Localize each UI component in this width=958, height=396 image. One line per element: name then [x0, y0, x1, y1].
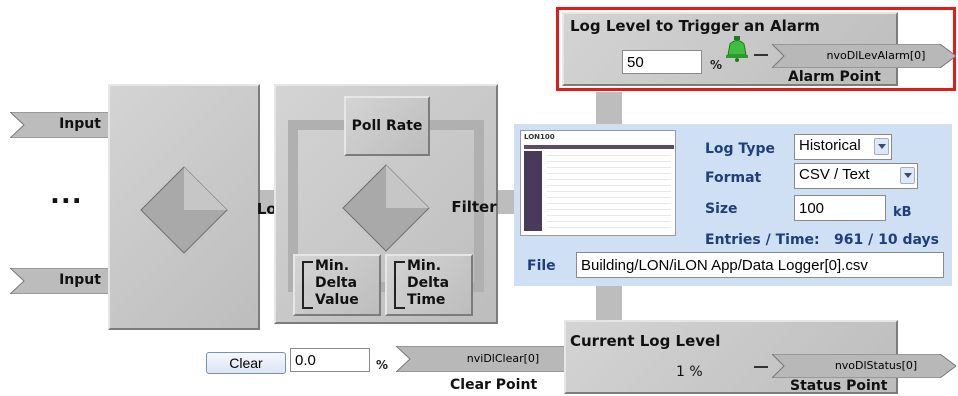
thumbnail-logo: LON100 [524, 133, 555, 141]
alarm-unit: % [710, 58, 723, 72]
status-output-arrow-shape [772, 354, 956, 378]
thumbnail-header-bar [524, 145, 674, 149]
alarm-title: Log Level to Trigger an Alarm [570, 17, 820, 35]
thumbnail-content [547, 155, 671, 231]
alarm-output-name: nvoDlLevAlarm[0] [826, 49, 926, 62]
file-label: File [527, 258, 556, 274]
clear-button[interactable]: Clear [206, 352, 286, 374]
poll-rate-button[interactable]: Poll Rate [344, 96, 430, 156]
format-value: CSV / Text [799, 166, 870, 183]
poll-rate-label: Poll Rate [351, 118, 423, 134]
thumbnail-sidebar [524, 151, 542, 231]
min-delta-value-button[interactable]: Min. Delta Value [293, 254, 381, 316]
filter-diamond-shape [342, 164, 430, 252]
clear-point-label: Clear Point [450, 377, 538, 393]
size-input[interactable] [794, 195, 886, 221]
file-input[interactable] [576, 252, 944, 278]
log-diamond[interactable]: Log [140, 166, 287, 254]
min-delta-time-button[interactable]: Min. Delta Time [385, 254, 473, 316]
min-delta-value-label: Min. Delta Value [315, 258, 359, 308]
format-dropdown-icon [900, 167, 915, 184]
clear-unit: % [376, 358, 389, 372]
min-delta-time-label: Min. Delta Time [407, 258, 450, 308]
alarm-output-arrow: nvoDlLevAlarm[0] [772, 44, 956, 68]
clear-value-input[interactable] [290, 348, 370, 372]
log-type-value: Historical [799, 137, 861, 154]
alarm-highlight [556, 7, 956, 91]
clear-input-arrow: nviDlClear[0] [396, 346, 586, 372]
input-arrow-1-label: Input [59, 116, 101, 132]
status-output-name: nvoDlStatus[0] [834, 359, 918, 372]
format-label: Format [705, 170, 762, 186]
status-output-arrow: nvoDlStatus[0] [772, 354, 956, 378]
size-label: Size [705, 201, 738, 217]
alarm-point-label: Alarm Point [788, 69, 881, 85]
alarm-level-input[interactable] [622, 50, 702, 74]
filter-label: Filter [451, 198, 497, 216]
connector-vertical-status [596, 286, 622, 322]
min-delta-time-bracket [394, 261, 405, 309]
input-arrow-2-label: Input [59, 272, 101, 288]
bell-icon [724, 36, 750, 62]
connector-filter-panel [494, 190, 516, 214]
log-type-dropdown-icon [874, 138, 889, 155]
status-dash [754, 366, 768, 368]
bell-icon-shape [726, 36, 748, 62]
clear-input-name: nviDlClear[0] [466, 352, 540, 365]
status-value: 1 % [676, 364, 703, 380]
status-title: Current Log Level [570, 332, 721, 350]
filter-diamond[interactable]: Filter [342, 164, 497, 252]
entries-value: 961 / 10 days [834, 232, 939, 248]
clear-input-arrow-shape [396, 346, 586, 372]
alarm-dash [754, 54, 768, 56]
size-unit: kB [893, 205, 912, 220]
status-point-label: Status Point [790, 378, 888, 394]
log-type-select[interactable]: Historical [794, 134, 892, 160]
format-select[interactable]: CSV / Text [794, 163, 918, 189]
log-diamond-shape [140, 166, 228, 254]
connector-log-filter [256, 190, 278, 214]
entries-label: Entries / Time: [705, 232, 820, 248]
log-type-label: Log Type [705, 141, 775, 157]
connector-vertical-alarm [596, 92, 622, 128]
min-delta-value-bracket [302, 261, 313, 309]
alarm-output-arrow-shape [772, 44, 956, 68]
inputs-ellipsis: ... [50, 180, 83, 210]
config-thumbnail: LON100 [520, 130, 676, 236]
